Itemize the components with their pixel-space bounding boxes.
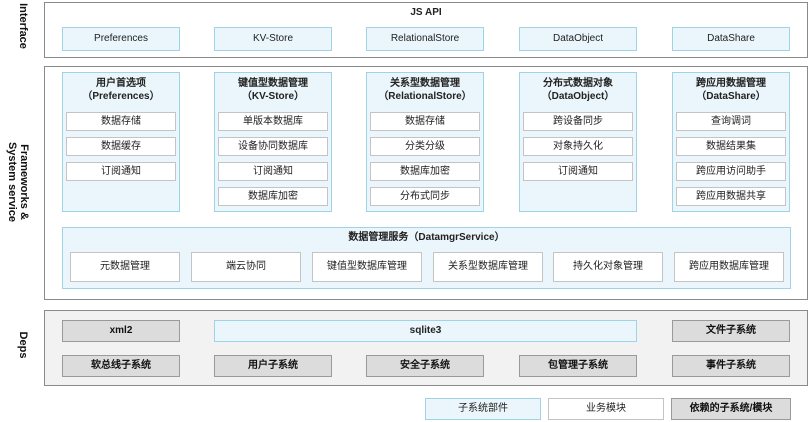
service-title: 数据管理服务（DatamgrService） <box>348 232 505 243</box>
interface-item: RelationalStore <box>366 27 484 51</box>
module-item: 订阅通知 <box>523 162 633 181</box>
service-item: 持久化对象管理 <box>553 252 663 282</box>
interface-title: JS API <box>410 7 442 18</box>
module-item: 订阅通知 <box>66 162 176 181</box>
dep-item: 软总线子系统 <box>62 355 180 377</box>
legend-component: 子系统部件 <box>425 398 541 420</box>
dep-item: 包管理子系统 <box>519 355 637 377</box>
module-title: 用户首选项 （Preferences） <box>62 77 180 103</box>
module-title-name: 关系型数据管理 <box>390 78 460 89</box>
module-item: 对象持久化 <box>523 137 633 156</box>
dep-item: 安全子系统 <box>366 355 484 377</box>
layer-label-frameworks: Frameworks & System service <box>6 122 30 242</box>
interface-item: Preferences <box>62 27 180 51</box>
module-item: 跨应用访问助手 <box>676 162 786 181</box>
module-title-sub: （KV-Store） <box>241 91 305 102</box>
module-item: 订阅通知 <box>218 162 328 181</box>
legend-dependency: 依赖的子系统/模块 <box>671 398 791 420</box>
module-title: 跨应用数据管理 （DataShare） <box>672 77 790 103</box>
module-title: 键值型数据管理 （KV-Store） <box>214 77 332 103</box>
module-item: 数据结果集 <box>676 137 786 156</box>
dep-file-subsystem: 文件子系统 <box>672 320 790 342</box>
service-item: 元数据管理 <box>70 252 180 282</box>
module-item: 查询调词 <box>676 112 786 131</box>
module-item: 数据缓存 <box>66 137 176 156</box>
module-item: 数据库加密 <box>218 187 328 206</box>
module-item: 跨应用数据共享 <box>676 187 786 206</box>
module-item: 数据存储 <box>370 112 480 131</box>
layer-label-deps: Deps <box>17 331 29 359</box>
service-item: 关系型数据库管理 <box>433 252 543 282</box>
module-title: 分布式数据对象 （DataObject） <box>519 77 637 103</box>
module-title-sub: （DataShare） <box>696 91 766 102</box>
module-item: 设备协同数据库 <box>218 137 328 156</box>
layer-label-interface: Interface <box>17 3 29 49</box>
module-item: 单版本数据库 <box>218 112 328 131</box>
service-item: 键值型数据库管理 <box>312 252 422 282</box>
interface-item: KV-Store <box>214 27 332 51</box>
module-title: 关系型数据管理 （RelationalStore） <box>366 77 484 103</box>
module-item: 跨设备同步 <box>523 112 633 131</box>
interface-item: DataObject <box>519 27 637 51</box>
datamgr-service <box>62 227 791 289</box>
layer-label-frameworks-line2: System service <box>6 141 18 223</box>
module-item: 数据存储 <box>66 112 176 131</box>
module-title-sub: （RelationalStore） <box>378 91 472 102</box>
module-item: 分布式同步 <box>370 187 480 206</box>
service-item: 端云协同 <box>191 252 301 282</box>
dep-item: 事件子系统 <box>672 355 790 377</box>
module-item: 分类分级 <box>370 137 480 156</box>
module-title-name: 跨应用数据管理 <box>696 78 766 89</box>
dep-xml2: xml2 <box>62 320 180 342</box>
dep-sqlite3: sqlite3 <box>214 320 637 342</box>
module-title-sub: （Preferences） <box>82 91 160 102</box>
module-title-name: 键值型数据管理 <box>238 78 308 89</box>
dep-item: 用户子系统 <box>214 355 332 377</box>
module-title-name: 分布式数据对象 <box>543 78 613 89</box>
legend-business-module: 业务模块 <box>548 398 664 420</box>
module-title-name: 用户首选项 <box>96 78 146 89</box>
module-title-sub: （DataObject） <box>541 91 615 102</box>
interface-item: DataShare <box>672 27 790 51</box>
module-item: 数据库加密 <box>370 162 480 181</box>
service-item: 跨应用数据库管理 <box>674 252 784 282</box>
layer-label-frameworks-line1: Frameworks & <box>18 144 30 220</box>
